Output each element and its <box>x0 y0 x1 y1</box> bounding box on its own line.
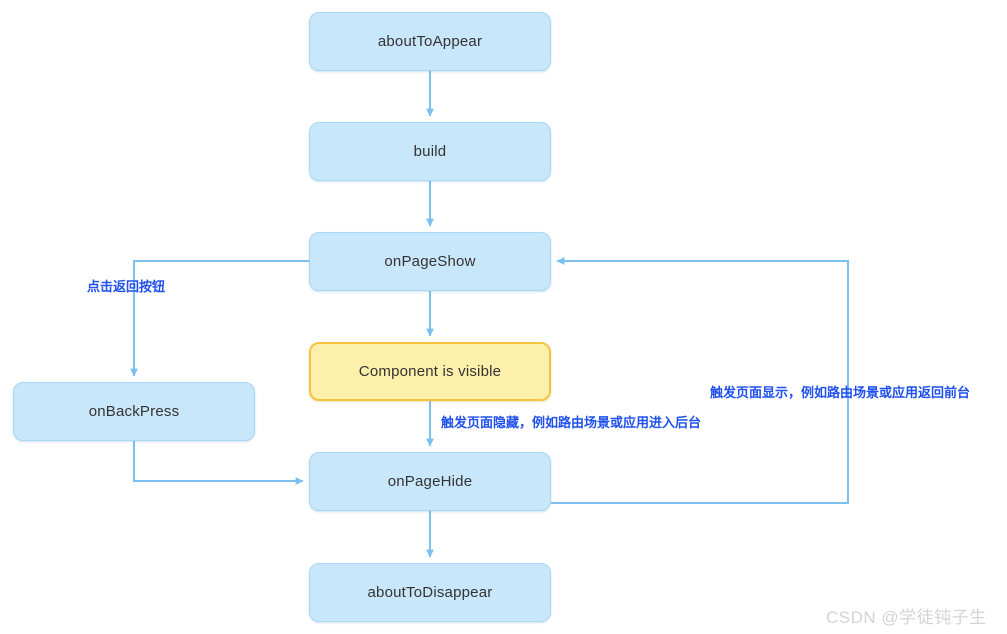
node-label: onPageShow <box>384 252 476 270</box>
node-about-to-appear[interactable]: aboutToAppear <box>309 12 551 71</box>
node-label: onPageHide <box>387 472 473 490</box>
node-on-page-show[interactable]: onPageShow <box>309 232 551 291</box>
edge-onPageHide-to-onPageShow <box>551 257 849 504</box>
node-label: aboutToDisappear <box>367 583 493 601</box>
node-label: aboutToAppear <box>377 32 483 50</box>
node-label: Component is visible <box>358 362 502 380</box>
edge-label-page-hide: 触发页面隐藏，例如路由场景或应用进入后台 <box>441 415 702 430</box>
watermark: CSDN @学徒钝子生 <box>826 608 987 627</box>
node-component-is-visible[interactable]: Component is visible <box>309 342 551 401</box>
node-label: onBackPress <box>88 402 180 420</box>
node-build[interactable]: build <box>309 122 551 181</box>
node-about-to-disappear[interactable]: aboutToDisappear <box>309 563 551 622</box>
node-on-back-press[interactable]: onBackPress <box>13 382 255 441</box>
node-label: build <box>413 142 447 160</box>
edge-onBackPress-to-onPageHide <box>133 441 304 485</box>
edge-label-back-button: 点击返回按钮 <box>87 279 166 294</box>
edge-label-page-show: 触发页面显示，例如路由场景或应用返回前台 <box>710 385 971 400</box>
node-on-page-hide[interactable]: onPageHide <box>309 452 551 511</box>
